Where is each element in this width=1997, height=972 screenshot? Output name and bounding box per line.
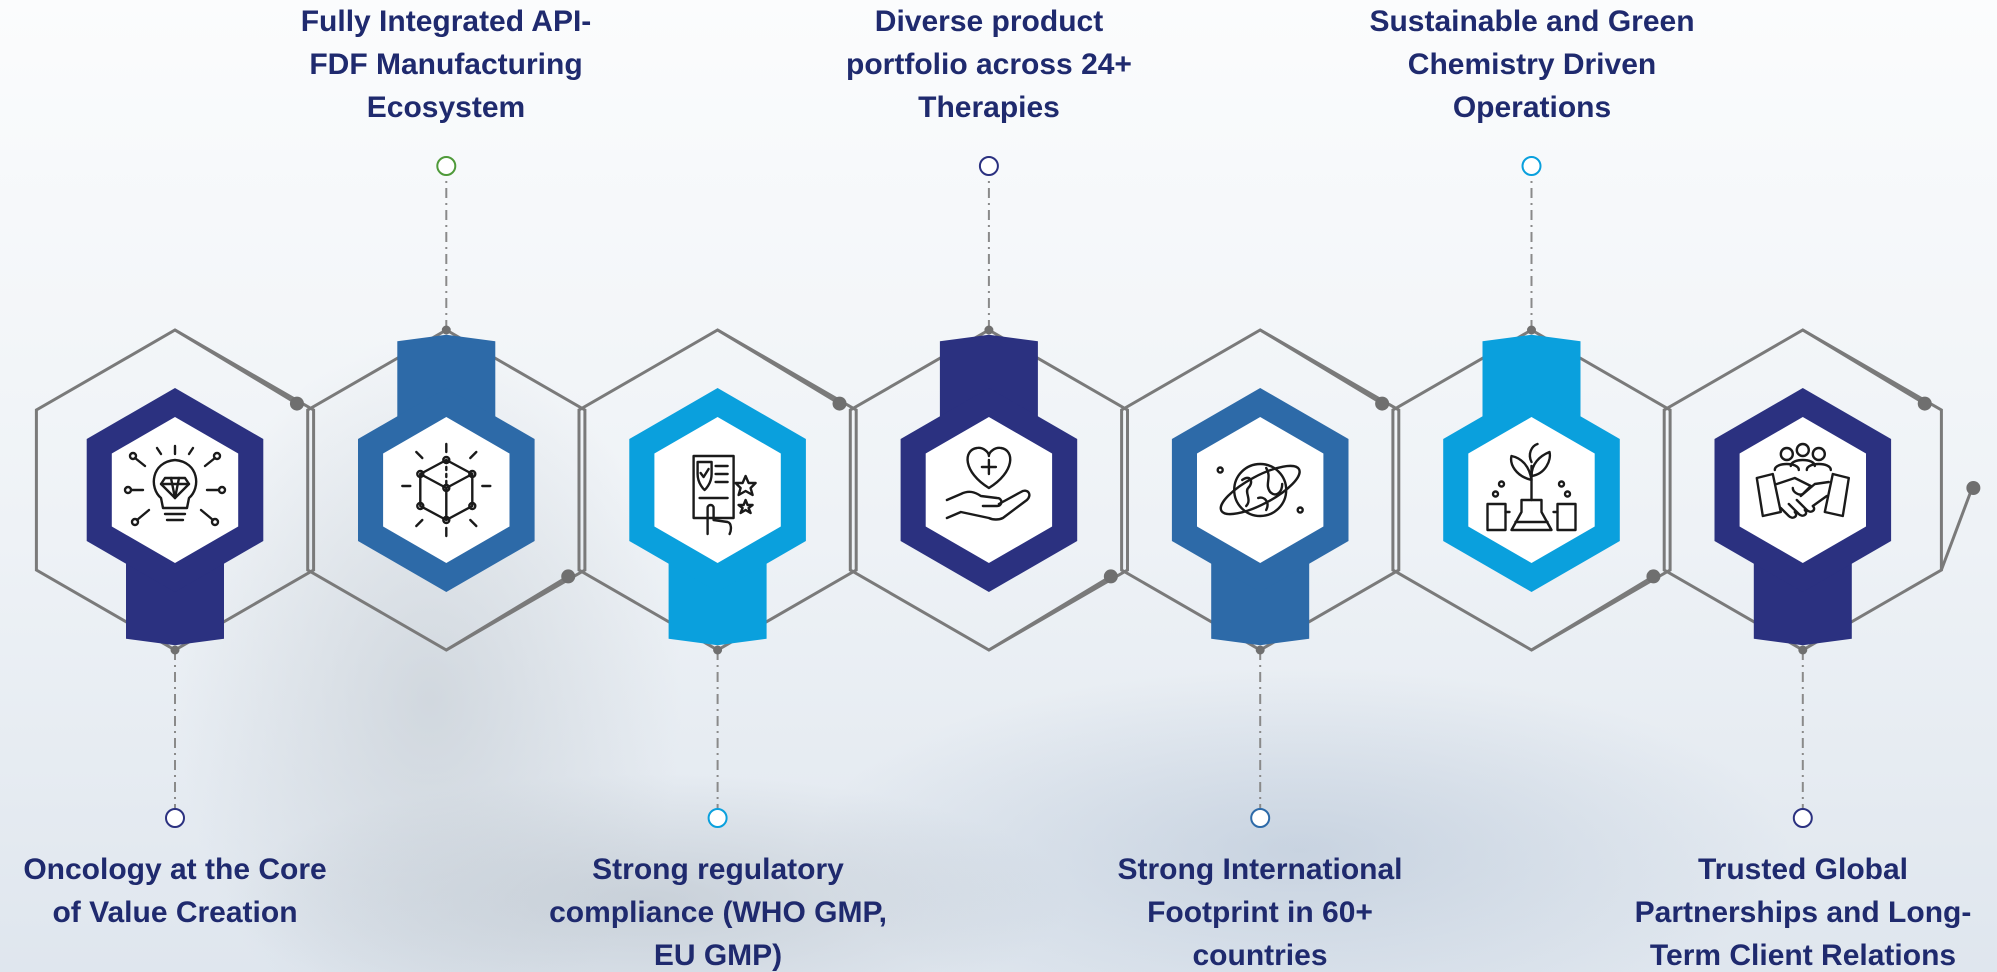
label-green-chemistry: Sustainable and Green Chemistry Driven O… xyxy=(1369,5,1695,124)
icon-hexagon-inner xyxy=(1197,417,1324,563)
label-product-portfolio: Diverse product portfolio across 24+ The… xyxy=(846,5,1132,124)
step-1 xyxy=(34,328,316,828)
color-tab xyxy=(397,334,496,417)
tail-dot xyxy=(1917,396,1932,411)
color-tab xyxy=(1482,334,1581,417)
label-api-fdf-manufacturing: Fully Integrated API-FDF Manufacturing E… xyxy=(300,5,592,124)
icon-hexagon-inner xyxy=(111,417,239,563)
marker-circle xyxy=(165,808,185,828)
tail-line xyxy=(988,576,1109,652)
label-international-footprint: Strong International Footprint in 60+ co… xyxy=(1117,853,1403,972)
vertex-dot xyxy=(1798,645,1808,655)
tail-dot xyxy=(561,569,576,584)
marker-circle xyxy=(436,156,457,176)
icon-hexagon-inner xyxy=(654,417,781,563)
tail-line xyxy=(445,576,567,652)
tail-line xyxy=(1530,576,1652,652)
tail-dot xyxy=(1103,569,1118,584)
label-regulatory-compliance: Strong regulatory compliance (WHO GMP, E… xyxy=(549,853,887,972)
step-6 xyxy=(1391,156,1672,652)
step-2 xyxy=(306,156,587,652)
marker-circle xyxy=(1521,156,1542,176)
tail-line xyxy=(1259,328,1381,404)
vertex-dot xyxy=(713,645,723,655)
color-tab xyxy=(1753,563,1852,646)
vertex-dot xyxy=(441,325,451,335)
vertex-dot xyxy=(170,645,180,655)
icon-hexagon-inner xyxy=(925,417,1053,563)
tail-dot xyxy=(832,396,847,411)
color-tab xyxy=(668,563,767,646)
step-4 xyxy=(848,156,1129,652)
marker-circle xyxy=(1250,808,1271,828)
tail-dot xyxy=(289,396,304,411)
color-tab xyxy=(1211,563,1310,646)
hexagon-chain xyxy=(34,156,1981,828)
marker-circle xyxy=(1792,808,1813,828)
marker-circle xyxy=(978,156,999,176)
step-3 xyxy=(577,328,858,828)
tail-dot xyxy=(1375,396,1390,411)
step-7 xyxy=(1662,328,1943,828)
tail-line xyxy=(174,328,295,404)
marker-circle xyxy=(707,808,728,828)
end-tail-dot xyxy=(1966,481,1981,495)
vertex-dot xyxy=(1527,325,1536,335)
icon-hexagon-inner xyxy=(1739,417,1866,563)
tail-dot xyxy=(1646,569,1661,584)
tail-line xyxy=(1802,328,1923,404)
color-tab xyxy=(126,563,224,646)
color-tab xyxy=(939,334,1038,417)
step-5 xyxy=(1120,328,1401,828)
label-oncology: Oncology at the Core of Value Creation xyxy=(23,853,327,929)
label-global-partnerships: Trusted Global Partnerships and Long-Ter… xyxy=(1634,853,1972,972)
vertex-dot xyxy=(1255,645,1265,655)
vertex-dot xyxy=(984,325,994,335)
end-tail-line xyxy=(1939,489,1973,571)
tail-line xyxy=(716,328,838,404)
